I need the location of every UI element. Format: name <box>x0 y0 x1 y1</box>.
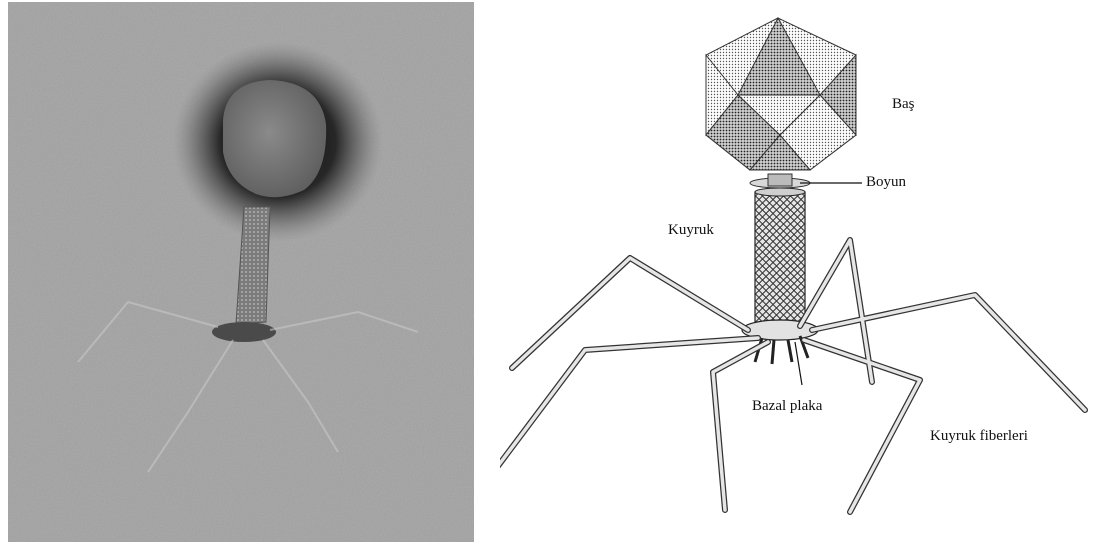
label-neck: Boyun <box>866 174 906 191</box>
phage-head <box>223 80 326 197</box>
diagram-neck <box>750 174 862 188</box>
phage-base-plate <box>212 322 276 342</box>
electron-micrograph <box>8 2 474 542</box>
diagram-head <box>706 18 856 170</box>
base-plate-pointer <box>795 342 802 385</box>
label-tail: Kuyruk <box>668 222 714 239</box>
phage-diagram <box>500 0 1094 547</box>
label-base-plate: Bazal plaka <box>752 398 822 415</box>
label-head: Baş <box>892 96 915 113</box>
diagram-tail <box>755 188 805 326</box>
label-tail-fibers: Kuyruk fiberleri <box>930 428 1028 445</box>
